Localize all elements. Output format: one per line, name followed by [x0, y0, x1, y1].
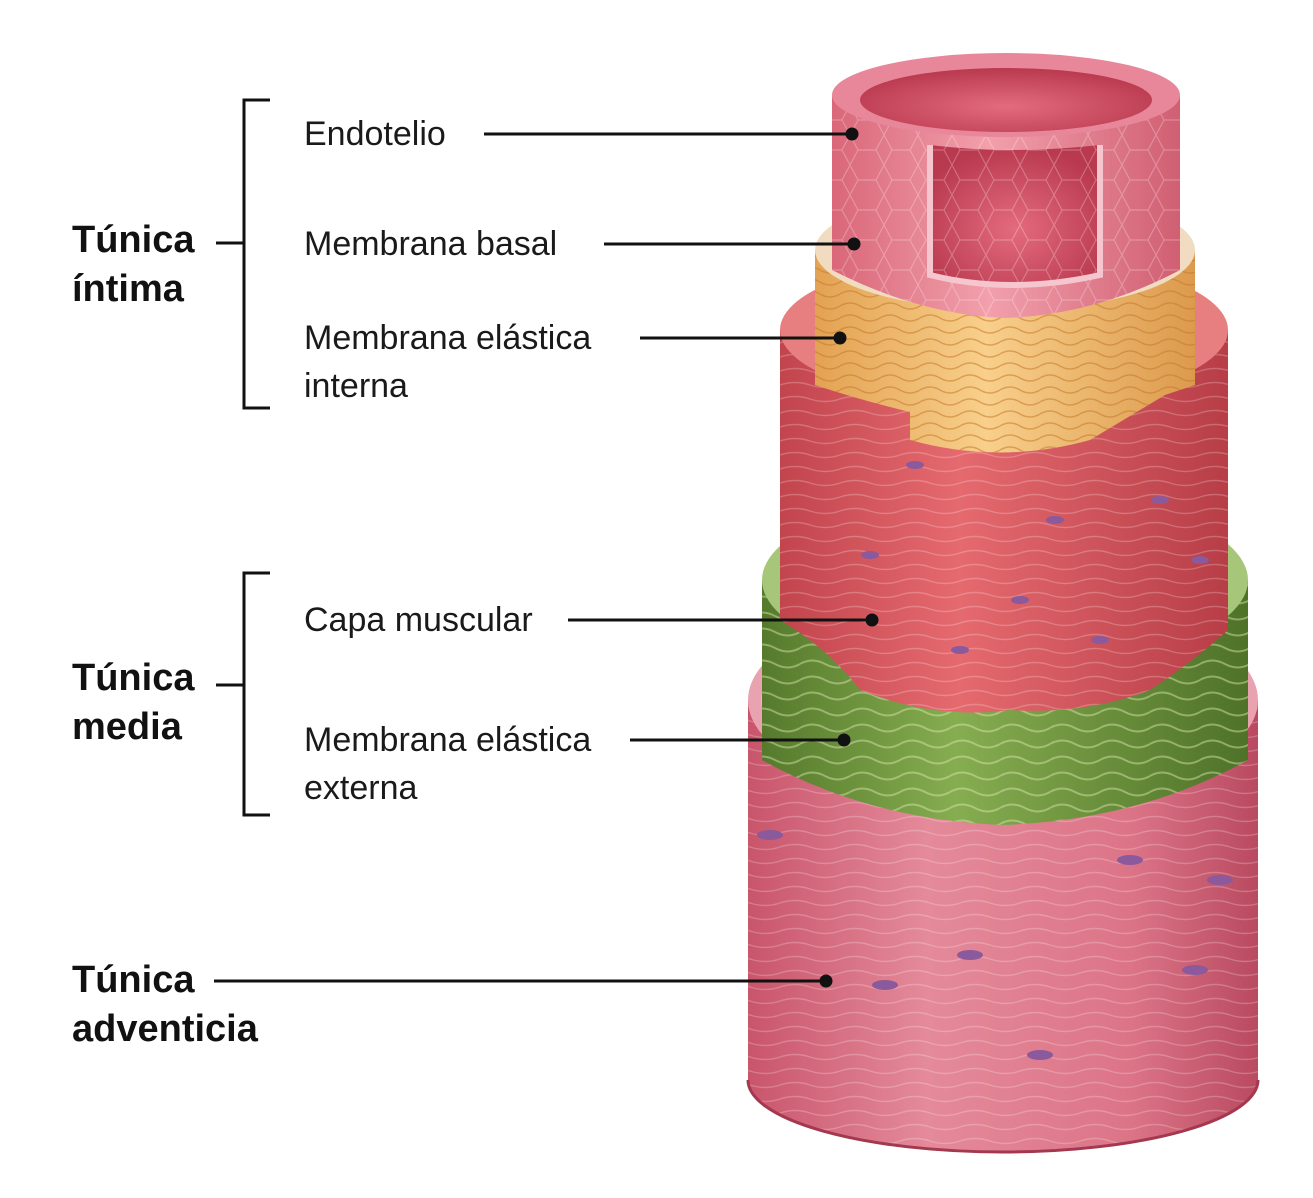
nucleus [951, 646, 969, 654]
label-mei-line1: Membrana elástica [304, 319, 592, 357]
nucleus [1091, 636, 1109, 644]
nucleus [757, 830, 783, 840]
group-label-intima: Túnica íntima [72, 216, 194, 314]
nucleus [906, 461, 924, 469]
group-brackets [216, 98, 270, 817]
endotelio-leader-dot [845, 127, 859, 141]
endothelium-layer [832, 53, 1180, 318]
group-label-intima-line1: Túnica [72, 219, 195, 261]
intima-bracket [242, 98, 270, 410]
nucleus [1191, 556, 1209, 564]
nucleus [1182, 965, 1208, 975]
nucleus [1046, 516, 1064, 524]
label-mei-line2: interna [304, 367, 408, 405]
media-bracket [242, 571, 270, 817]
label-capa-muscular: Capa muscular [304, 601, 533, 639]
label-membrana-elastica-interna: Membrana elástica interna [304, 314, 591, 410]
label-membrana-elastica-externa: Membrana elástica externa [304, 716, 591, 812]
adventicia-leader-dot [819, 974, 833, 988]
label-membrana-basal: Membrana basal [304, 225, 558, 263]
cell-nuclei [757, 461, 1233, 1060]
nucleus [872, 980, 898, 990]
mei-leader-dot [833, 331, 847, 345]
capa-muscular-leader-dot [865, 613, 879, 627]
group-label-media-line2: media [72, 706, 182, 748]
membrana-basal-leader-dot [847, 237, 861, 251]
group-label-adventicia: Túnica adventicia [72, 956, 258, 1054]
group-label-intima-line2: íntima [72, 268, 184, 310]
group-label-adventicia-line1: Túnica [72, 959, 195, 1001]
label-endotelio: Endotelio [304, 115, 446, 153]
group-label-media-line1: Túnica [72, 657, 195, 699]
nucleus [957, 950, 983, 960]
group-label-adventicia-line2: adventicia [72, 1008, 258, 1050]
nucleus [861, 551, 879, 559]
nucleus [1151, 496, 1169, 504]
label-mee-line1: Membrana elástica [304, 721, 592, 759]
nucleus [1027, 1050, 1053, 1060]
group-label-media: Túnica media [72, 654, 194, 752]
nucleus [1207, 875, 1233, 885]
nucleus [1117, 855, 1143, 865]
nucleus [1011, 596, 1029, 604]
leader-lines [214, 127, 879, 988]
mee-leader-dot [837, 733, 851, 747]
label-mee-line2: externa [304, 769, 418, 807]
